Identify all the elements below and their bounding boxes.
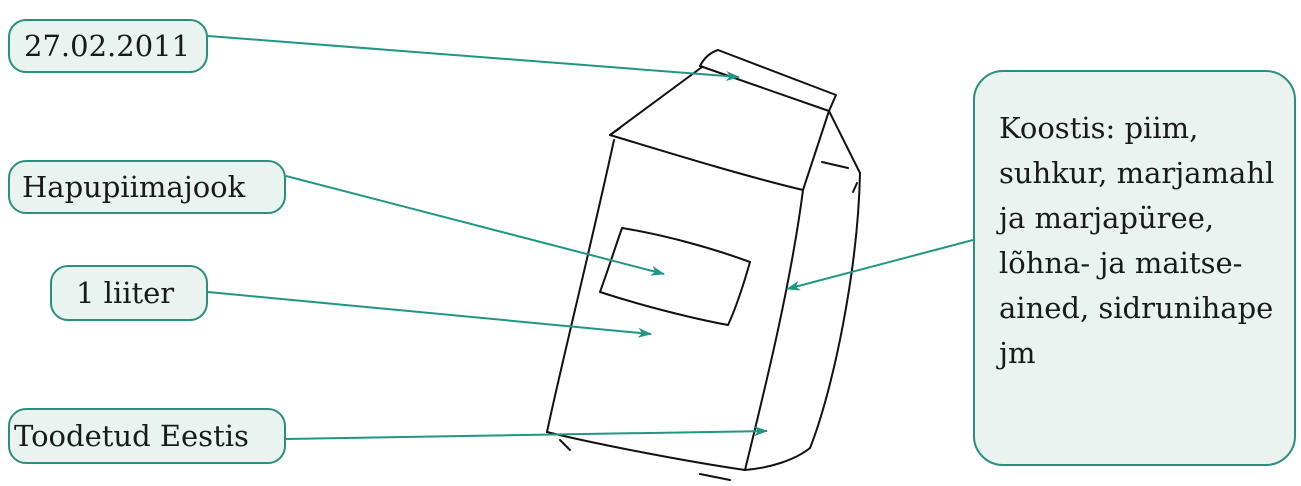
arrow-product-name <box>285 175 665 276</box>
ingredients-text: Koostis: piim, suhkur, marjamahl ja marj… <box>999 111 1275 370</box>
product-name-text: Hapupiimajook <box>22 169 246 204</box>
arrow-date <box>207 35 740 81</box>
ingredients-label: Koostis: piim, suhkur, marjamahl ja marj… <box>973 70 1296 466</box>
arrows <box>207 35 974 440</box>
volume-label: 1 liiter <box>50 265 208 321</box>
milk-carton-drawing <box>546 49 861 481</box>
volume-text: 1 liiter <box>76 275 175 310</box>
origin-text: Toodetud Eestis <box>14 418 249 453</box>
date-text: 27.02.2011 <box>24 28 191 63</box>
arrow-origin <box>285 426 768 440</box>
arrow-ingredients <box>786 239 974 291</box>
product-name-label: Hapupiimajook <box>8 160 286 214</box>
origin-label: Toodetud Eestis <box>8 408 286 464</box>
arrow-volume <box>207 291 652 338</box>
date-label: 27.02.2011 <box>8 19 208 73</box>
